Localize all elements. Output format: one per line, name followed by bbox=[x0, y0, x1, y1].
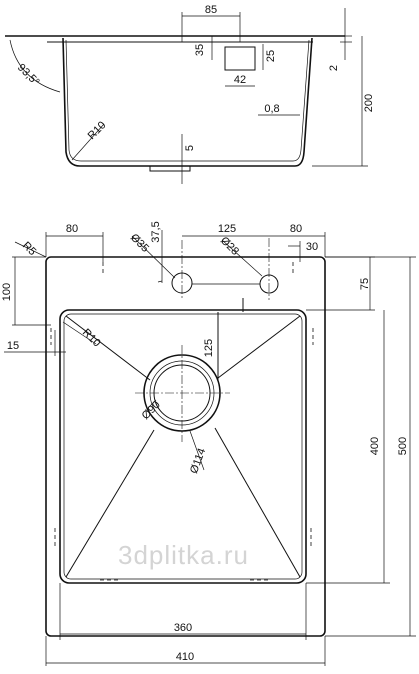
dim-side-75: 75 bbox=[359, 278, 371, 290]
dim-drain-offset: 5 bbox=[184, 145, 196, 151]
watermark: 3dplitka.ru bbox=[118, 540, 249, 570]
bowl-inner-profile bbox=[65, 39, 310, 162]
dim-drain-y: 125 bbox=[203, 339, 215, 357]
dim-drain-d1: Ø90 bbox=[140, 399, 163, 422]
dim-corner-radius: R5 bbox=[20, 240, 38, 258]
cutout-rect bbox=[224, 46, 256, 71]
drain-stub bbox=[149, 165, 191, 172]
dim-right-offset: 80 bbox=[290, 223, 302, 235]
dim-inner-height: 400 bbox=[369, 437, 381, 455]
dim-hole-spacing: 125 bbox=[218, 223, 236, 235]
dim-edge-30: 30 bbox=[306, 241, 318, 253]
plan-view: R5 80 37,5 Ø35 125 80 Ø28 30 100 bbox=[1, 221, 416, 666]
dim-drain-d2: Ø114 bbox=[188, 447, 208, 476]
side-view: 85 35 25 42 93,5° 2 200 0,8 R10 5 bbox=[5, 4, 375, 184]
angle-arc bbox=[9, 39, 61, 93]
dim-wall: 0,8 bbox=[264, 103, 279, 115]
dim-outer-height: 500 bbox=[397, 437, 409, 455]
dim-left-offset: 80 bbox=[66, 223, 78, 235]
outer-flange bbox=[45, 256, 326, 637]
dim-depth: 200 bbox=[363, 94, 375, 112]
dim-side-15: 15 bbox=[7, 340, 19, 352]
dim-angle: 93,5° bbox=[15, 62, 42, 89]
dim-top-thickness: 2 bbox=[328, 65, 340, 71]
dim-inner-radius: R10 bbox=[80, 327, 103, 350]
dim-outer-width: 410 bbox=[176, 651, 194, 663]
dim-inner-width: 360 bbox=[174, 622, 192, 634]
dim-cutout-h2: 25 bbox=[265, 50, 277, 62]
dim-side-100: 100 bbox=[1, 283, 13, 301]
inner-bowl bbox=[59, 309, 307, 584]
dim-top-width: 85 bbox=[205, 4, 217, 16]
dim-radius: R10 bbox=[86, 119, 109, 142]
dim-hole-y: 37,5 bbox=[150, 221, 162, 242]
dim-cutout-w: 42 bbox=[234, 74, 246, 86]
dim-cutout-h1: 35 bbox=[194, 44, 206, 56]
